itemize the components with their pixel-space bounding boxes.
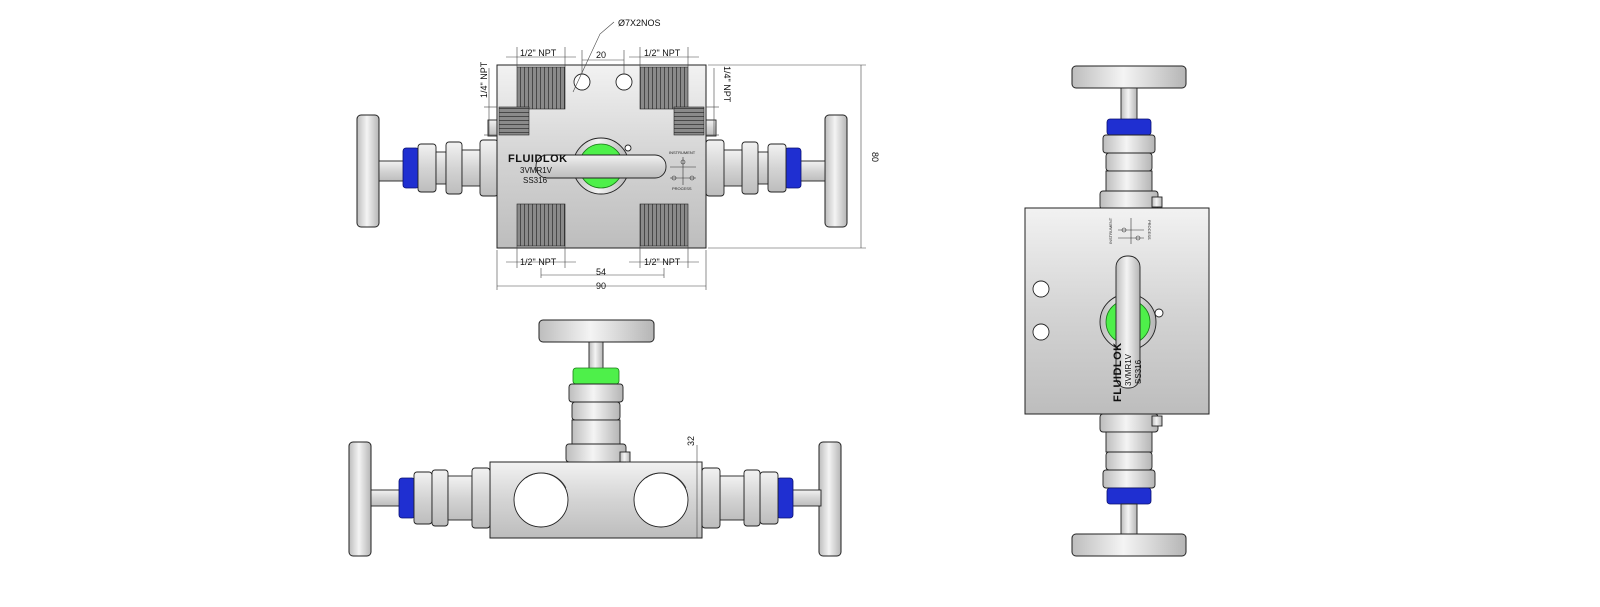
bottom-view-bonnet bbox=[571, 419, 621, 445]
dim-bottom-left-npt: 1/2" NPT bbox=[520, 257, 557, 267]
dim-bottom-right-npt: 1/2" NPT bbox=[644, 257, 681, 267]
side-view-top-nut bbox=[1099, 190, 1159, 210]
mounting-hole-left bbox=[573, 73, 591, 91]
right-stem-sleeve bbox=[757, 151, 769, 185]
right-body-nut bbox=[705, 139, 725, 197]
bottom-view-left-handwheel bbox=[348, 441, 372, 557]
left-bonnet-blue bbox=[402, 147, 420, 189]
side-view-top-hex bbox=[1105, 152, 1153, 172]
dim-hole-callout: Ø7X2NOS bbox=[618, 18, 661, 28]
side-view-bottom-nut bbox=[1099, 413, 1159, 433]
bottom-view-hex1 bbox=[571, 401, 621, 421]
thread-bottom-left bbox=[516, 203, 566, 247]
bottom-view-left-gland bbox=[413, 471, 433, 525]
bottom-view-right-handwheel bbox=[818, 441, 842, 557]
right-handwheel bbox=[824, 114, 848, 228]
bottom-view-gland bbox=[568, 383, 624, 403]
side-view-top-gland bbox=[1102, 134, 1156, 154]
right-bonnet-blue bbox=[784, 147, 802, 189]
bottom-view-right-bonnet bbox=[719, 475, 745, 521]
side-material-text: SS316 bbox=[1134, 359, 1143, 384]
mounting-hole-right bbox=[615, 73, 633, 91]
side-view-top-blue bbox=[1106, 118, 1152, 136]
side-view-bottom-bonnet bbox=[1105, 431, 1153, 453]
dim-top-left-npt: 1/2" NPT bbox=[520, 48, 557, 58]
dim-hole-spacing: 20 bbox=[596, 50, 606, 60]
front-schematic: INSTRUMENT PROCESS bbox=[669, 150, 696, 191]
side-schematic-bottom: PROCESS bbox=[1147, 220, 1152, 240]
center-lock-hole bbox=[624, 144, 632, 152]
dim-body-depth: 32 bbox=[686, 436, 696, 446]
side-view-top-bonnet bbox=[1105, 170, 1153, 192]
side-view-bottom-pin bbox=[1151, 415, 1163, 427]
dim-top-right-npt: 1/2" NPT bbox=[644, 48, 681, 58]
thread-side-left bbox=[498, 106, 530, 136]
left-bonnet-hex bbox=[445, 141, 463, 195]
dim-port-spacing: 54 bbox=[596, 267, 606, 277]
bottom-view: 32 bbox=[348, 319, 842, 557]
left-handwheel bbox=[356, 114, 380, 228]
right-bonnet bbox=[721, 149, 743, 187]
side-view: FLUIDLOK 3VMR1V SS316 INSTRUMENT PROCESS bbox=[1024, 65, 1210, 557]
side-center-handle bbox=[1115, 255, 1141, 389]
dim-side-right-npt: 1/4" NPT bbox=[722, 66, 732, 103]
left-gland-nut bbox=[417, 143, 437, 193]
dim-side-left-npt: 1/4" NPT bbox=[479, 61, 489, 98]
bottom-view-right-blue bbox=[776, 477, 794, 519]
bottom-view-stem bbox=[588, 341, 604, 371]
right-stem bbox=[798, 160, 826, 182]
thread-top-right bbox=[639, 66, 689, 110]
side-view-bottom-gland bbox=[1102, 469, 1156, 489]
front-brand-text: FLUIDLOK bbox=[508, 153, 568, 165]
front-schematic-bottom: PROCESS bbox=[672, 186, 692, 191]
bottom-view-left-hex bbox=[431, 469, 449, 527]
bottom-view-left-nut bbox=[471, 467, 491, 529]
side-view-bottom-stem bbox=[1120, 503, 1138, 535]
side-view-bottom-blue bbox=[1106, 487, 1152, 505]
bottom-view-body-nut bbox=[565, 443, 627, 463]
side-view-top-pin bbox=[1151, 196, 1163, 208]
dim-body-height: 80 bbox=[870, 152, 880, 162]
right-bonnet-hex bbox=[741, 141, 759, 195]
thread-bottom-right bbox=[639, 203, 689, 247]
center-handle bbox=[535, 154, 667, 179]
side-view-bottom-hex bbox=[1105, 451, 1153, 471]
left-stem bbox=[378, 160, 406, 182]
front-material-text: SS316 bbox=[523, 176, 548, 185]
side-view-bottom-handwheel bbox=[1071, 533, 1187, 557]
side-schematic: INSTRUMENT PROCESS bbox=[1108, 217, 1152, 244]
bottom-port-left bbox=[513, 472, 569, 528]
bottom-view-green-nut bbox=[572, 367, 620, 385]
left-body-nut bbox=[479, 139, 499, 197]
side-mount-hole-bottom bbox=[1032, 323, 1050, 341]
bottom-view-left-blue bbox=[398, 477, 416, 519]
bottom-view-right-hex bbox=[743, 469, 761, 527]
front-model-text: 3VMR1V bbox=[520, 166, 553, 175]
side-center-lock-hole bbox=[1154, 308, 1164, 318]
side-mount-hole-top bbox=[1032, 280, 1050, 298]
bottom-view-pin bbox=[619, 451, 631, 463]
thread-side-right bbox=[673, 106, 705, 136]
bottom-view-left-stem bbox=[370, 489, 402, 507]
left-stem-sleeve bbox=[435, 151, 447, 185]
bottom-view-right-gland bbox=[759, 471, 779, 525]
right-lock-pin bbox=[705, 119, 717, 137]
front-schematic-top: INSTRUMENT bbox=[669, 150, 696, 155]
bottom-view-right-nut bbox=[701, 467, 721, 529]
side-view-top-handwheel bbox=[1071, 65, 1187, 89]
dim-body-width: 90 bbox=[596, 281, 606, 291]
right-gland-nut bbox=[767, 143, 787, 193]
bottom-view-top-handwheel bbox=[538, 319, 655, 343]
bottom-view-left-bonnet bbox=[447, 475, 473, 521]
left-bonnet bbox=[461, 149, 483, 187]
side-brand-text: FLUIDLOK bbox=[1112, 342, 1124, 402]
thread-top-left bbox=[516, 66, 566, 110]
bottom-view-right-stem bbox=[790, 489, 822, 507]
side-view-top-stem bbox=[1120, 87, 1138, 121]
bottom-port-right bbox=[633, 472, 689, 528]
side-model-text: 3VMR1V bbox=[1124, 353, 1133, 386]
side-schematic-top: INSTRUMENT bbox=[1108, 217, 1113, 244]
front-view: FLUIDLOK 3VMR1V SS316 INSTRUMENT PROCESS… bbox=[356, 18, 880, 291]
